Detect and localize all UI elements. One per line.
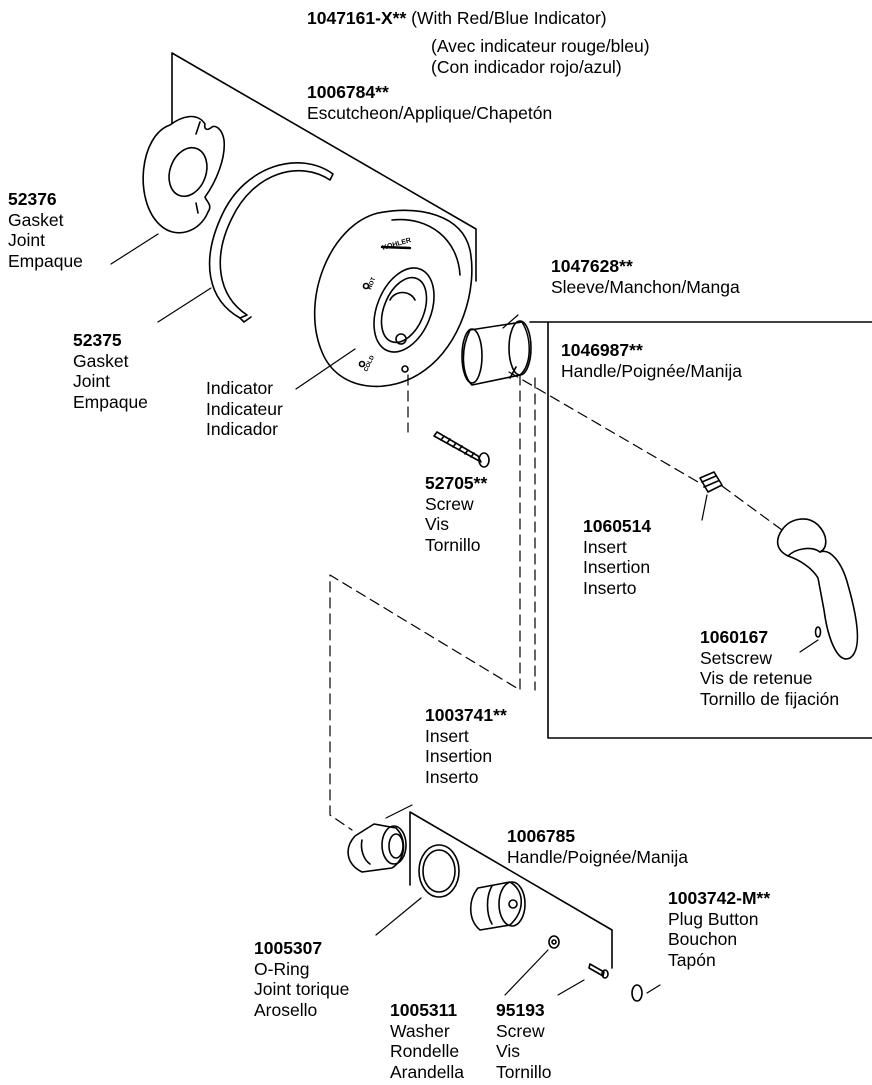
leader-lines bbox=[110, 233, 819, 996]
label-indicator: Indicator Indicateur Indicador bbox=[206, 378, 283, 439]
label-1060167: 1060167 Setscrew Vis de retenue Tornillo… bbox=[700, 627, 840, 709]
label-52705: 52705** Screw Vis Tornillo bbox=[425, 473, 488, 555]
washer-1005311 bbox=[548, 935, 560, 949]
insert-1060514 bbox=[699, 471, 723, 493]
screw-52705 bbox=[433, 431, 490, 468]
sleeve-1047628 bbox=[461, 320, 532, 386]
label-52375: 52375 Gasket Joint Empaque bbox=[73, 330, 148, 412]
label-1006785: 1006785 Handle/Poignée/Manija bbox=[507, 826, 688, 867]
wall-plate-outline bbox=[171, 52, 477, 282]
insert-1003741 bbox=[347, 823, 407, 873]
alignment-dashed-lines bbox=[329, 371, 783, 831]
gasket-ring-52375 bbox=[208, 162, 334, 323]
label-1005311: 1005311 Washer Rondelle Arandella bbox=[390, 1000, 464, 1082]
screw-95193 bbox=[588, 963, 609, 979]
lever-handle-1046987 bbox=[776, 518, 859, 660]
label-1046987: 1046987** Handle/Poignée/Manija bbox=[561, 340, 742, 381]
label-95193: 95193 Screw Vis Tornillo bbox=[496, 1000, 552, 1082]
handle-kit-box bbox=[529, 321, 872, 739]
label-1047161: 1047161-X** (With Red/Blue Indicator) bbox=[307, 8, 607, 28]
plug-button-1003742 bbox=[631, 984, 643, 1002]
gasket-52376 bbox=[142, 115, 226, 234]
escutcheon-1006784 bbox=[313, 209, 473, 388]
label-1006784: 1006784** Escutcheon/Applique/Chapetón bbox=[307, 82, 553, 123]
handle-knob-1006785 bbox=[469, 881, 526, 931]
label-1047161-fr-es: (Avec indicateur rouge/bleu) (Con indica… bbox=[431, 36, 650, 77]
label-52376: 52376 Gasket Joint Empaque bbox=[8, 189, 83, 271]
label-1003741: 1003741** Insert Insertion Inserto bbox=[425, 705, 507, 787]
label-1003742: 1003742-M** Plug Button Bouchon Tapón bbox=[668, 888, 771, 970]
label-1005307: 1005307 O-Ring Joint torique Arosello bbox=[254, 938, 350, 1020]
lower-plate-outline bbox=[409, 811, 613, 969]
hot-marking: HOT bbox=[367, 276, 377, 290]
label-1060514: 1060514 Insert Insertion Inserto bbox=[583, 516, 652, 598]
o-ring-1005307 bbox=[418, 844, 460, 898]
label-1047628: 1047628** Sleeve/Manchon/Manga bbox=[551, 256, 740, 297]
